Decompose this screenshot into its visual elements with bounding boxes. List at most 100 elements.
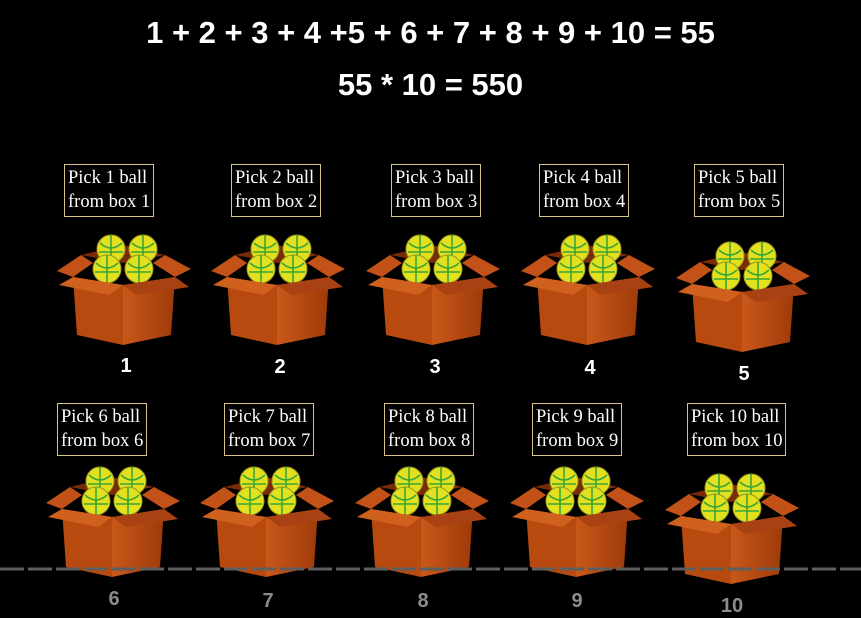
box-front-right-flap [576,509,642,527]
box-3-label-line2: from box 3 [395,192,478,212]
tennis-ball-icon [588,254,618,284]
tennis-ball-icon [92,254,122,284]
box-7-label: Pick 7 ball from box 7 [224,403,315,456]
box-5-number: 5 [738,363,750,385]
tennis-ball-icon [278,254,308,284]
box-7-number: 7 [262,590,274,612]
box-right-flap [296,487,334,509]
box-front-right-flap [112,509,178,527]
box-front-face [692,284,742,352]
box-4-number: 4 [584,357,596,379]
box-1-label: Pick 1 ball from box 1 [64,164,155,217]
tennis-ball-icon [267,486,297,516]
box-front-right-flap [277,277,343,295]
tennis-ball-icon [401,254,431,284]
box-left-flap [57,255,93,277]
box-left-flap [46,487,82,509]
box-1-label-line1: Pick 1 ball [68,168,148,188]
box-left-flap [510,487,546,509]
tennis-ball-icon [545,486,575,516]
box-1-label-line2: from box 1 [68,192,151,212]
box-2-label-line2: from box 2 [235,192,318,212]
box-right-flap [617,255,655,277]
box-front-flap [213,277,277,295]
box-front-flap [202,509,266,527]
box-1-illustration [57,234,191,345]
tennis-ball-icon [124,254,154,284]
tennis-ball-icon [743,261,773,291]
box-front-face [382,277,432,345]
box-10-illustration [665,473,799,584]
box-6-illustration [46,466,180,577]
box-front-flap [357,509,421,527]
box-front-right-flap [421,509,487,527]
box-front-right-flap [266,509,332,527]
box-left-flap [366,255,402,277]
box-2-label-line1: Pick 2 ball [235,168,315,188]
box-4-label: Pick 4 ball from box 4 [539,164,630,217]
tennis-ball-icon [422,486,452,516]
box-front-face [371,509,421,577]
box-front-right-flap [742,284,808,302]
box-8-label: Pick 8 ball from box 8 [384,403,475,456]
box-front-face [73,277,123,345]
tennis-ball-icon [700,493,730,523]
box-9-label-line2: from box 9 [536,431,619,451]
box-9-illustration [510,466,644,577]
box-front-right-flap [731,516,797,534]
box-3-label: Pick 3 ball from box 3 [391,164,482,217]
box-9-label-line1: Pick 9 ball [536,407,616,427]
box-10-label-line1: Pick 10 ball [691,407,780,427]
box-7-illustration [200,466,334,577]
box-left-flap [200,487,236,509]
box-5-label-line1: Pick 5 ball [698,168,778,188]
box-left-flap [211,255,247,277]
tennis-ball-icon [235,486,265,516]
box-8-label-line2: from box 8 [388,431,471,451]
box-front-face [216,509,266,577]
box-9-number: 9 [571,590,583,612]
box-left-flap [665,494,701,516]
box-5-illustration [676,241,810,352]
box-front-right-flap [123,277,189,295]
box-right-flap [761,494,799,516]
tennis-ball-icon [81,486,111,516]
box-front-flap [523,277,587,295]
tennis-ball-icon [113,486,143,516]
box-9-label: Pick 9 ball from box 9 [532,403,623,456]
box-front-flap [678,284,742,302]
box-4-label-line1: Pick 4 ball [543,168,623,188]
box-right-flap [772,262,810,284]
box-10-label: Pick 10 ball from box 10 [687,403,787,456]
tennis-ball-icon [556,254,586,284]
box-8-number: 8 [417,590,429,612]
tennis-ball-icon [732,493,762,523]
box-front-flap [512,509,576,527]
box-3-label-line1: Pick 3 ball [395,168,475,188]
box-10-number: 10 [720,595,744,617]
tennis-ball-icon [711,261,741,291]
box-6-label: Pick 6 ball from box 6 [57,403,148,456]
box-4-illustration [521,234,655,345]
box-6-label-line2: from box 6 [61,431,144,451]
box-front-face [227,277,277,345]
box-3-number: 3 [429,356,441,378]
box-right-flap [307,255,345,277]
box-7-label-line1: Pick 7 ball [228,407,308,427]
box-right-flap [462,255,500,277]
box-front-flap [667,516,731,534]
box-front-face [62,509,112,577]
box-4-label-line2: from box 4 [543,192,626,212]
box-right-flap [153,255,191,277]
box-right-flap [606,487,644,509]
box-7-label-line2: from box 7 [228,431,311,451]
box-left-flap [676,262,712,284]
box-1-number: 1 [120,355,132,377]
box-front-right-flap [432,277,498,295]
box-front-face [537,277,587,345]
box-10-label-line2: from box 10 [691,431,783,451]
box-front-flap [59,277,123,295]
box-6-number: 6 [108,588,120,610]
tennis-ball-icon [246,254,276,284]
box-front-face [526,509,576,577]
